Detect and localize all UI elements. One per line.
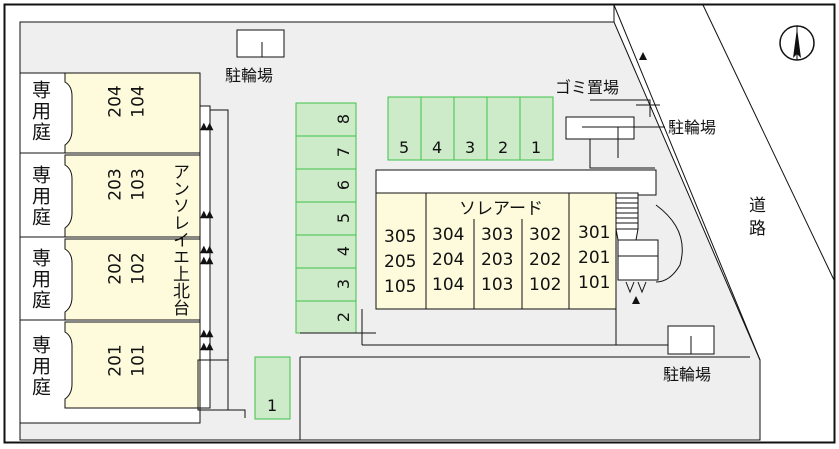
unit-203r: 203 xyxy=(481,250,514,270)
right-building xyxy=(375,192,617,310)
unit-block-201 xyxy=(64,321,201,409)
parking-slot-top-2: 2 xyxy=(498,138,509,157)
bike-parking-right-label: 駐輪場 xyxy=(668,118,717,137)
parking-row-top xyxy=(387,96,554,161)
unit-103r: 103 xyxy=(481,275,514,295)
right-building-name: ソレアード xyxy=(459,199,543,219)
unit-304: 304 xyxy=(432,225,465,245)
marker-4: ▲▲ xyxy=(200,255,213,266)
parking-slot-top-1: 1 xyxy=(531,138,542,157)
bike-parking-right-box xyxy=(565,116,635,140)
road-edge-left xyxy=(613,4,761,361)
unit-block-202 xyxy=(64,238,201,321)
garbage-label: ゴミ置場 xyxy=(555,78,620,97)
parking-slot-7: 7 xyxy=(334,146,354,158)
unit-305: 305 xyxy=(384,227,417,247)
parking-slot-8: 8 xyxy=(334,113,354,125)
unit-204r: 204 xyxy=(432,250,465,270)
unit-202r: 202 xyxy=(529,250,562,270)
parking-column-vertical xyxy=(295,102,357,334)
unit-201r: 201 xyxy=(578,248,611,268)
road-edge-right xyxy=(702,4,835,281)
unit-102: 102 xyxy=(128,252,149,285)
parking-slot-5v: 5 xyxy=(334,212,354,224)
parking-slot-6: 6 xyxy=(334,179,354,191)
garden-label-2: 専用庭 xyxy=(29,165,51,228)
unit-301: 301 xyxy=(578,223,611,243)
unit-block-203 xyxy=(64,154,201,238)
bike-parking-top-box xyxy=(236,29,285,58)
unit-202: 202 xyxy=(105,252,126,285)
bike-parking-bottom-label: 駐輪場 xyxy=(663,365,712,384)
unit-201: 201 xyxy=(105,344,126,377)
marker-6: ▲▲ xyxy=(200,341,213,352)
garden-label-3: 専用庭 xyxy=(29,248,51,311)
parking-slot-4v: 4 xyxy=(334,245,354,257)
marker-5: ▲▲ xyxy=(200,328,213,339)
unit-101r: 101 xyxy=(578,273,611,293)
unit-103: 103 xyxy=(128,168,149,201)
unit-205r: 205 xyxy=(384,252,417,272)
parking-slot-top-4: 4 xyxy=(432,138,443,157)
unit-105: 105 xyxy=(384,277,417,297)
unit-203: 203 xyxy=(105,168,126,201)
marker-1: ▲▲ xyxy=(200,121,213,132)
parking-slot-2v: 2 xyxy=(334,311,354,323)
bike-parking-top-label: 駐輪場 xyxy=(225,66,274,85)
marker-2: ▲▲ xyxy=(200,209,213,220)
left-building-name: アンソレイエ上北台 xyxy=(169,163,189,316)
parking-slot-3v: 3 xyxy=(334,278,354,290)
unit-303: 303 xyxy=(481,225,514,245)
parking-slot-top-5: 5 xyxy=(399,138,410,157)
garden-label-4: 専用庭 xyxy=(29,335,51,398)
compass-icon xyxy=(779,25,815,61)
parking-slot-single: 1 xyxy=(267,396,278,415)
unit-302: 302 xyxy=(529,225,562,245)
triangle-marker-bottom xyxy=(632,296,640,304)
unit-204: 204 xyxy=(105,85,126,118)
triangle-marker-top xyxy=(639,52,647,60)
parking-slot-top-3: 3 xyxy=(465,138,476,157)
garden-label-1: 専用庭 xyxy=(29,80,51,143)
right-building-top-corridor xyxy=(375,169,657,196)
unit-101: 101 xyxy=(128,344,149,377)
marker-3: ▲▲ xyxy=(200,244,213,255)
unit-104r: 104 xyxy=(432,275,465,295)
road-label: 道路 xyxy=(745,196,765,242)
unit-102r: 102 xyxy=(529,275,562,295)
unit-104: 104 xyxy=(128,85,149,118)
parking-single xyxy=(254,356,291,420)
unit-block-204 xyxy=(64,72,201,154)
